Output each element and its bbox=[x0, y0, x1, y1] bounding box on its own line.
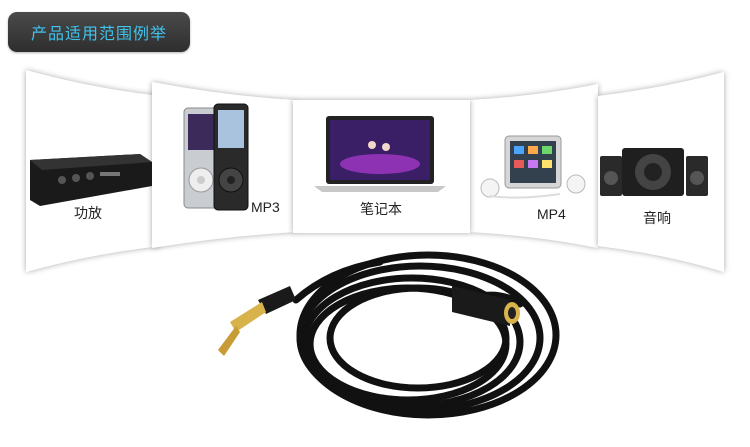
device-label-speakers: 音响 bbox=[643, 210, 671, 226]
section-title-badge: 产品适用范围例举 bbox=[8, 12, 190, 52]
device-label-mp4: MP4 bbox=[537, 206, 566, 222]
male-plug-icon bbox=[218, 286, 296, 356]
device-label-amplifier: 功放 bbox=[74, 205, 102, 221]
section-title: 产品适用范围例举 bbox=[30, 24, 167, 43]
mp3-player-icon bbox=[183, 103, 249, 211]
female-socket-icon bbox=[452, 286, 520, 326]
device-label-laptop: 笔记本 bbox=[360, 201, 402, 217]
device-label-mp3: MP3 bbox=[251, 199, 280, 215]
mp4-player-icon bbox=[480, 135, 586, 199]
amplifier-icon bbox=[30, 154, 152, 206]
speakers-icon bbox=[600, 148, 708, 196]
laptop-icon bbox=[314, 116, 446, 192]
